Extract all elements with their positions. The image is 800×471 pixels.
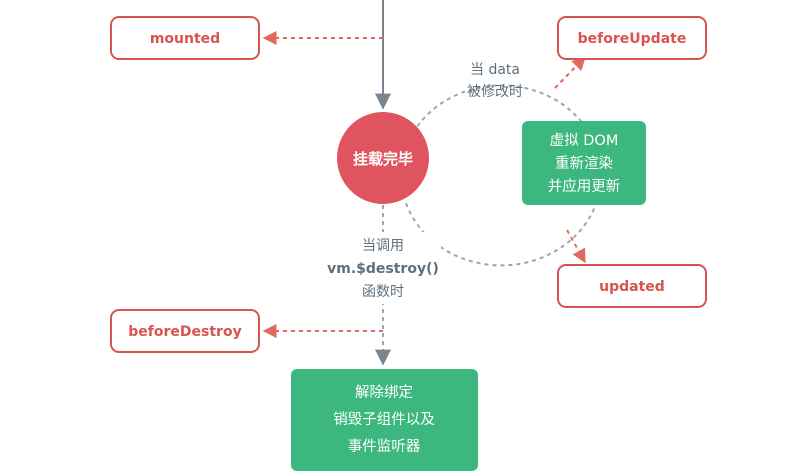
- before-update-hook-label: beforeUpdate: [578, 31, 687, 47]
- updated-connector: [566, 229, 586, 264]
- destroy-note-line3: 函数时: [362, 284, 404, 300]
- before-destroy-hook-label: beforeDestroy: [128, 324, 241, 340]
- updated-hook-box: updated: [557, 264, 707, 308]
- updated-hook-label: updated: [599, 279, 665, 295]
- mounted-state-circle: 挂载完毕: [337, 112, 429, 204]
- destroy-note: 当调用 vm.$destroy() 函数时: [325, 232, 441, 304]
- update-note-line1: 当 data: [470, 62, 520, 78]
- teardown-line3: 事件监听器: [348, 438, 421, 455]
- mounted-hook-label: mounted: [150, 31, 220, 47]
- teardown-box: 解除绑定 销毁子组件以及 事件监听器: [291, 369, 478, 471]
- destroy-note-line2: vm.$destroy(): [327, 261, 439, 277]
- before-update-hook-box: beforeUpdate: [557, 16, 707, 60]
- update-note: 当 data 被修改时: [467, 62, 523, 100]
- before-update-connector: [554, 55, 586, 89]
- mounted-hook-box: mounted: [110, 16, 260, 60]
- teardown-line1: 解除绑定: [355, 384, 413, 401]
- rerender-line2: 重新渲染: [555, 155, 613, 172]
- rerender-line1: 虚拟 DOM: [550, 132, 619, 149]
- rerender-line3: 并应用更新: [548, 177, 621, 195]
- update-loop-path: [404, 84, 603, 267]
- teardown-line2: 销毁子组件以及: [333, 411, 435, 428]
- rerender-box: 虚拟 DOM 重新渲染 并应用更新: [522, 121, 646, 205]
- update-note-line2: 被修改时: [467, 84, 523, 100]
- before-destroy-hook-box: beforeDestroy: [110, 309, 260, 353]
- destroy-note-line1: 当调用: [362, 238, 404, 254]
- mounted-state-label: 挂载完毕: [353, 150, 413, 168]
